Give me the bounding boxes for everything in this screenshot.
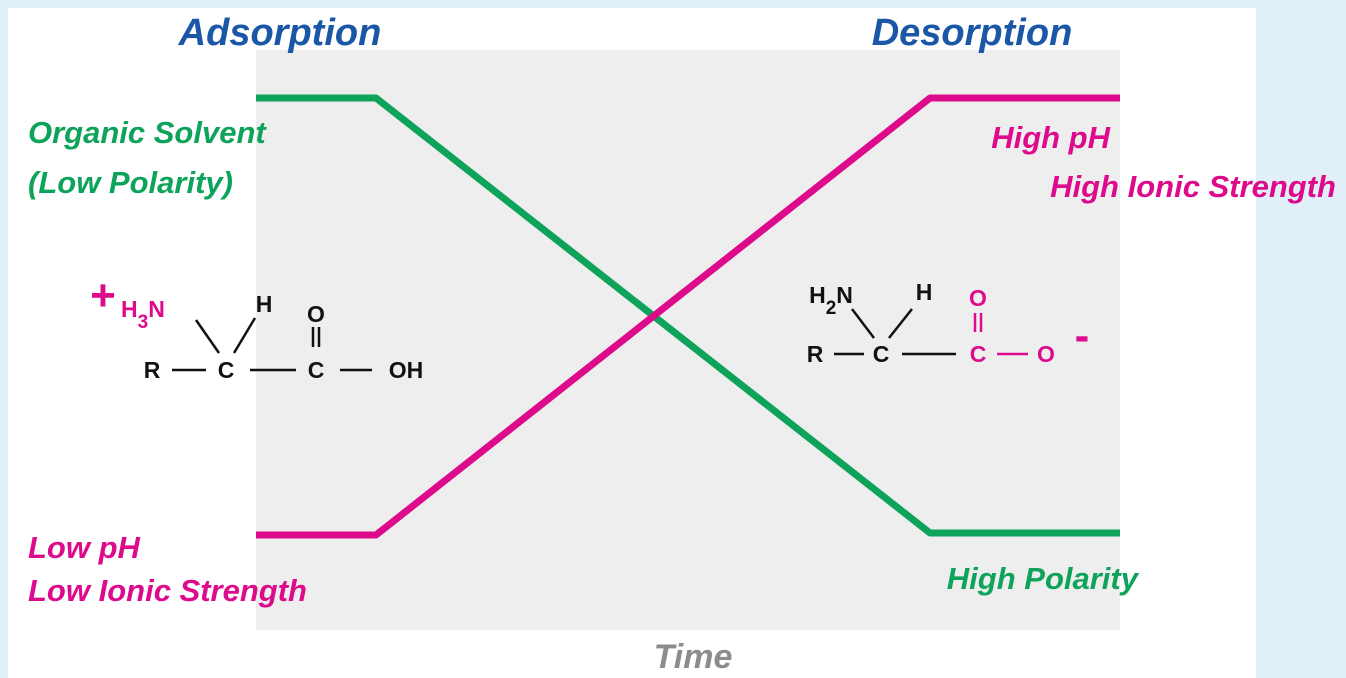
right-h-atom: H <box>916 279 933 305</box>
left-n-c-bond <box>194 319 221 354</box>
time-axis-label: Time <box>654 638 733 676</box>
left-h3n-group: H3N <box>121 296 165 333</box>
right-amino-acid-structure: H2N H O R C C O - <box>807 279 1090 367</box>
low-ionic-strength-label: Low Ionic Strength <box>28 573 307 608</box>
left-amino-acid-structure: + H3N H O R C C OH <box>90 271 423 383</box>
right-carboxylate-oxygen: O <box>1037 341 1055 367</box>
organic-solvent-label: Organic Solvent <box>28 115 267 150</box>
right-negative-charge: - <box>1075 311 1090 360</box>
polarity-line <box>256 94 1120 537</box>
right-carbonyl-oxygen: O <box>969 285 987 311</box>
high-ionic-strength-label: High Ionic Strength <box>1050 169 1336 204</box>
right-alpha-carbon: C <box>873 341 890 367</box>
desorption-heading: Desorption <box>872 12 1073 54</box>
left-h-atom: H <box>256 291 273 317</box>
left-hydroxyl-group: OH <box>389 357 424 383</box>
left-carbonyl-carbon: C <box>308 357 325 383</box>
adsorption-heading: Adsorption <box>178 12 382 54</box>
left-carbonyl-oxygen: O <box>307 301 325 327</box>
left-r-group: R <box>144 357 161 383</box>
high-ph-label: High pH <box>991 120 1110 155</box>
right-r-group: R <box>807 341 824 367</box>
high-polarity-label: High Polarity <box>947 561 1140 596</box>
right-h2n-group: H2N <box>809 282 853 319</box>
low-ph-label: Low pH <box>28 530 141 565</box>
left-alpha-carbon: C <box>218 357 235 383</box>
low-polarity-label: (Low Polarity) <box>28 165 233 200</box>
right-carbonyl-carbon: C <box>970 341 987 367</box>
ph-ionic-strength-line <box>256 94 1120 539</box>
left-c-h-bond <box>232 317 257 354</box>
left-positive-charge: + <box>90 271 116 320</box>
right-c-h-bond <box>888 308 913 339</box>
right-n-c-bond <box>851 308 875 339</box>
